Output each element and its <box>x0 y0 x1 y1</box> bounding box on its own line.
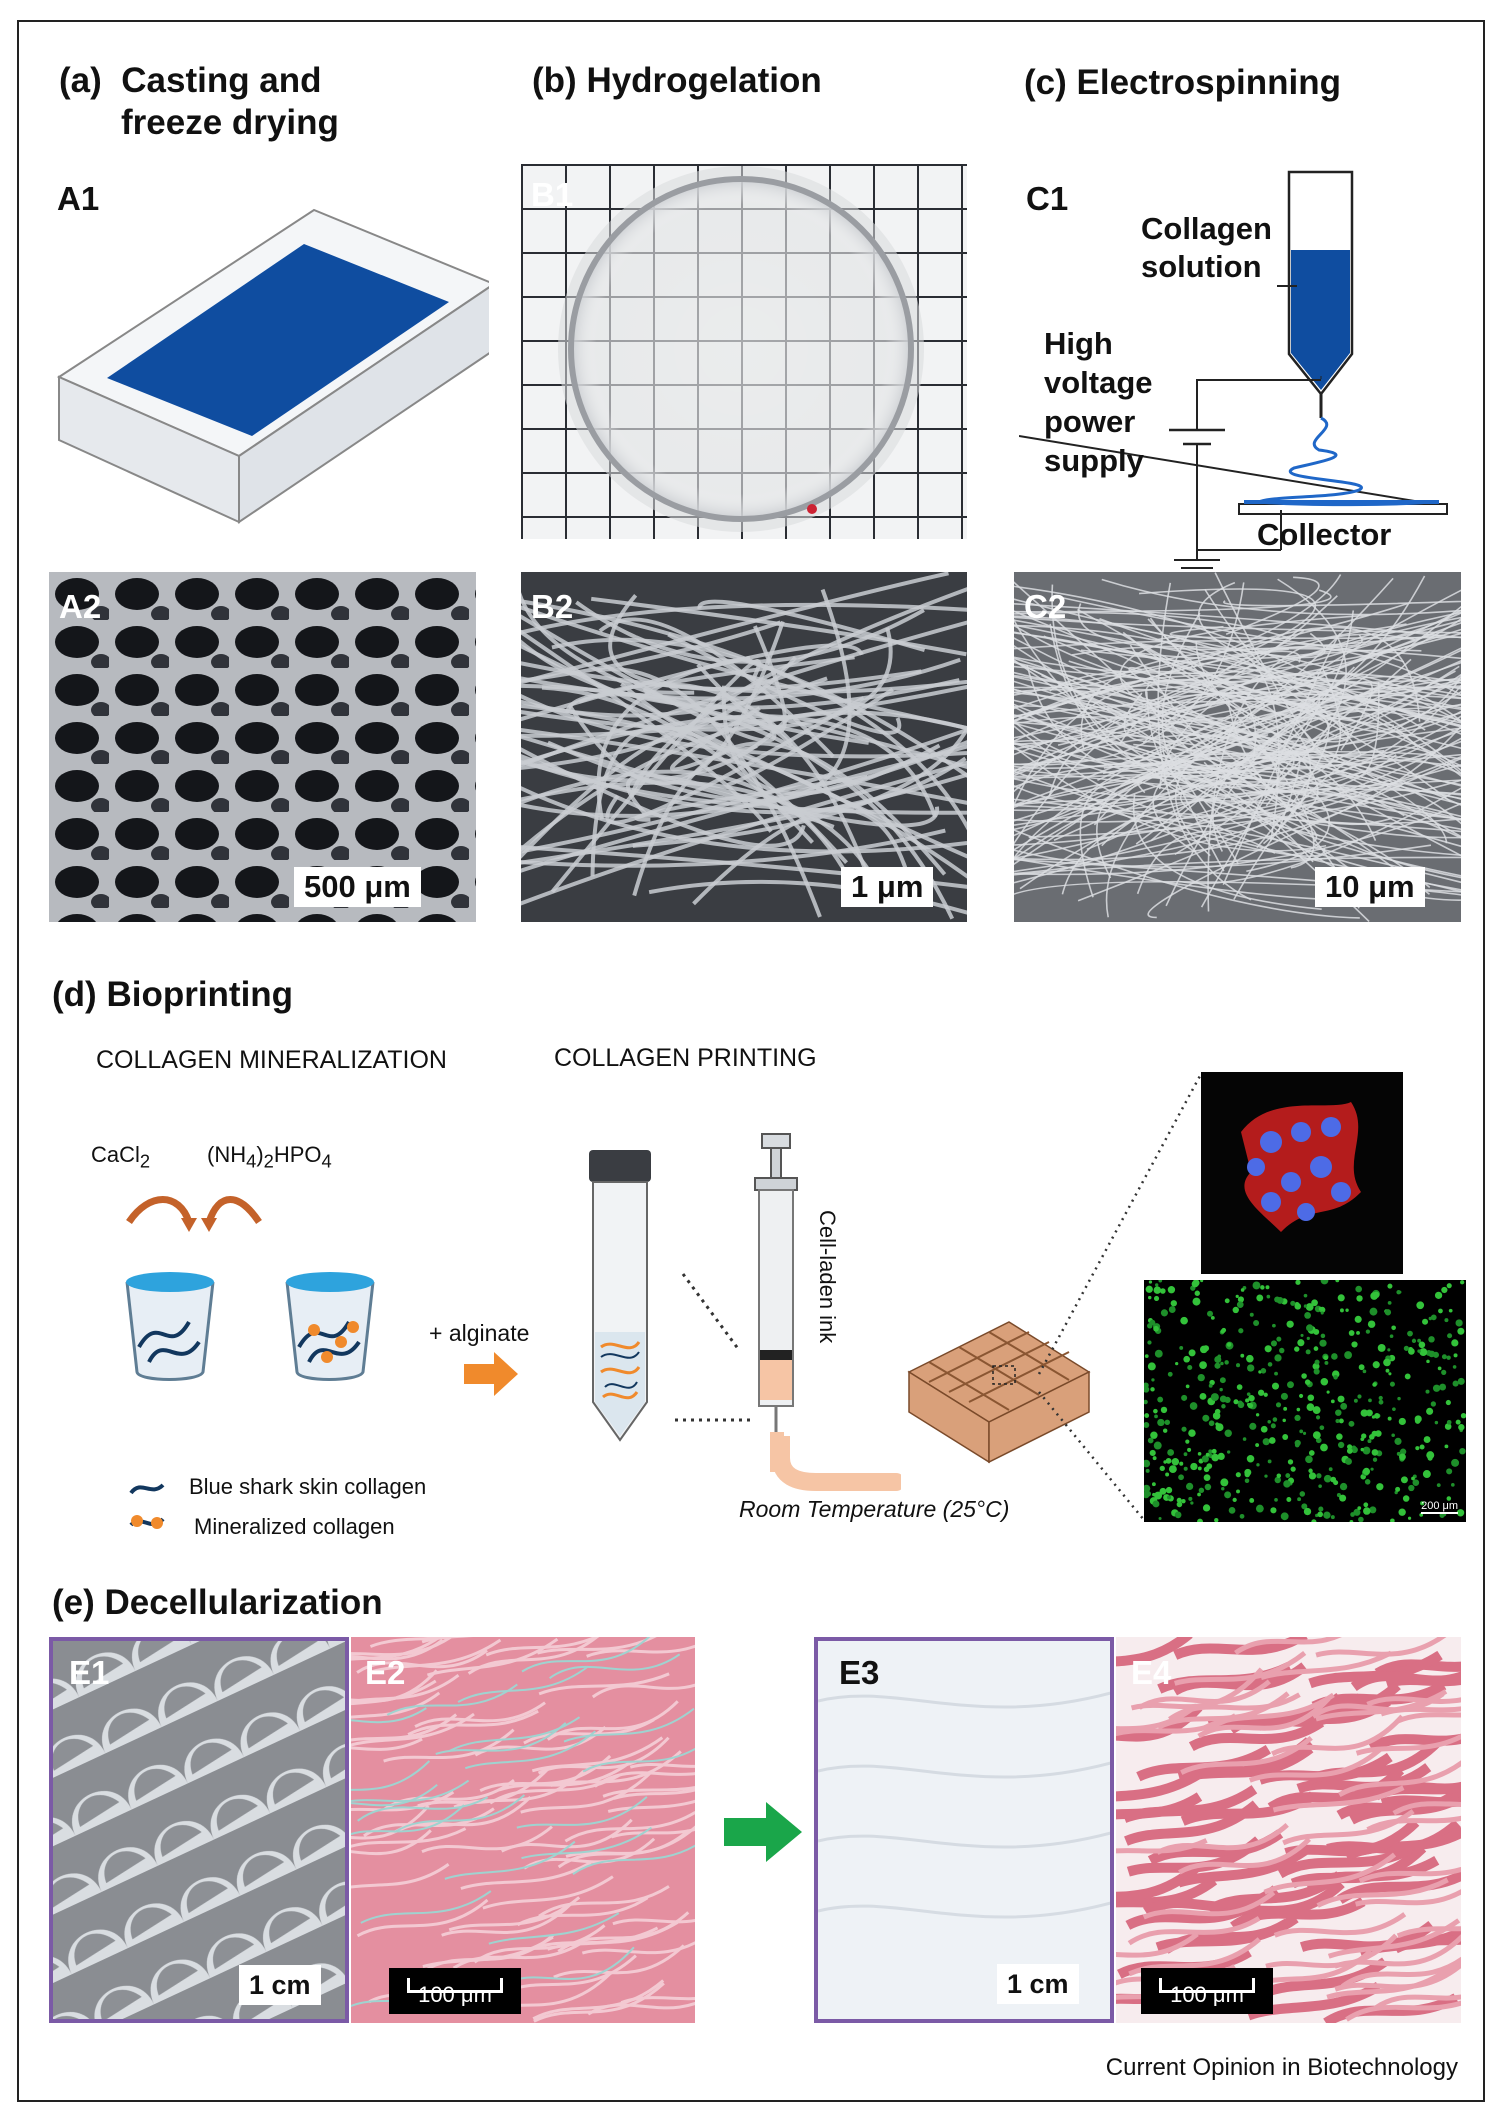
zoom-lines <box>1037 1073 1203 1521</box>
label-e4: E4 <box>1131 1654 1172 1691</box>
green-arrow <box>724 1802 802 1862</box>
micro-scale-bar: 200 μm <box>1421 1500 1458 1514</box>
panel-c-title: (c) Electrospinning <box>1024 63 1341 102</box>
sem-image-c2 <box>1014 572 1461 922</box>
scale-e1: 1 cm <box>239 1965 321 2005</box>
printing-heading: COLLAGEN PRINTING <box>554 1044 817 1072</box>
label-a2: A2 <box>59 588 102 625</box>
label-b1: B1 <box>531 176 574 213</box>
label-e2: E2 <box>365 1654 406 1691</box>
panel-d-title: (d) Bioprinting <box>52 975 294 1014</box>
fluorescence-green-image: 200 μm <box>1144 1280 1466 1522</box>
legend-icons <box>129 1483 165 1529</box>
ammonium-phosphate-label: (NH4)2HPO4 <box>207 1142 332 1172</box>
cacl2-label: CaCl2 <box>91 1142 151 1172</box>
room-temperature-label: Room Temperature (25°C) <box>739 1496 1010 1522</box>
plus-alginate-label: + alginate <box>429 1320 530 1346</box>
decellularized-skin-photo <box>814 1637 1114 2023</box>
petri-dish-photo <box>521 164 967 539</box>
label-b2: B2 <box>531 588 574 625</box>
sem-image-a2 <box>49 572 476 922</box>
sem-image-b2 <box>521 572 967 922</box>
label-e3: E3 <box>839 1654 880 1691</box>
figure: (a) Casting and freeze drying (b) Hydrog… <box>17 20 1485 2102</box>
legend-blue-shark: Blue shark skin collagen <box>189 1474 427 1499</box>
histology-e4 <box>1116 1637 1461 2023</box>
histology-e2 <box>351 1637 695 2023</box>
printed-scaffold <box>907 1321 1091 1464</box>
electrospinning-diagram <box>1019 170 1448 577</box>
scale-c2: 10 μm <box>1315 867 1425 907</box>
fluorescence-red-blue-image <box>1201 1072 1403 1274</box>
casting-mold-illustration <box>56 208 489 524</box>
scale-b2: 1 μm <box>841 867 934 907</box>
cell-laden-ink-label: Cell-laden ink <box>815 1210 840 1344</box>
label-e1: E1 <box>69 1654 110 1691</box>
mineralization-beakers <box>125 1196 375 1381</box>
scale-e3: 1 cm <box>997 1964 1079 2004</box>
scale-a2: 500 μm <box>294 867 421 907</box>
scale-e4: 100 μm <box>1141 1968 1273 2014</box>
panel-a-title: (a) Casting and freeze drying <box>59 61 339 142</box>
legend-mineralized: Mineralized collagen <box>194 1514 395 1539</box>
scale-e2: 100 μm <box>389 1968 521 2014</box>
panel-b-title: (b) Hydrogelation <box>532 61 822 100</box>
tube-and-syringe <box>589 1133 798 1472</box>
fish-skin-photo <box>49 1637 349 2023</box>
panel-e-title: (e) Decellularization <box>52 1583 383 1622</box>
mineralization-heading: COLLAGEN MINERALIZATION <box>96 1046 447 1074</box>
printed-filament <box>772 1436 901 1491</box>
collector-label: Collector <box>1257 517 1392 552</box>
label-c2: C2 <box>1024 588 1067 625</box>
orange-arrow <box>464 1352 518 1396</box>
label-c1: C1 <box>1026 180 1069 217</box>
footer-journal: Current Opinion in Biotechnology <box>1105 2054 1458 2081</box>
label-a1: A1 <box>57 180 100 217</box>
